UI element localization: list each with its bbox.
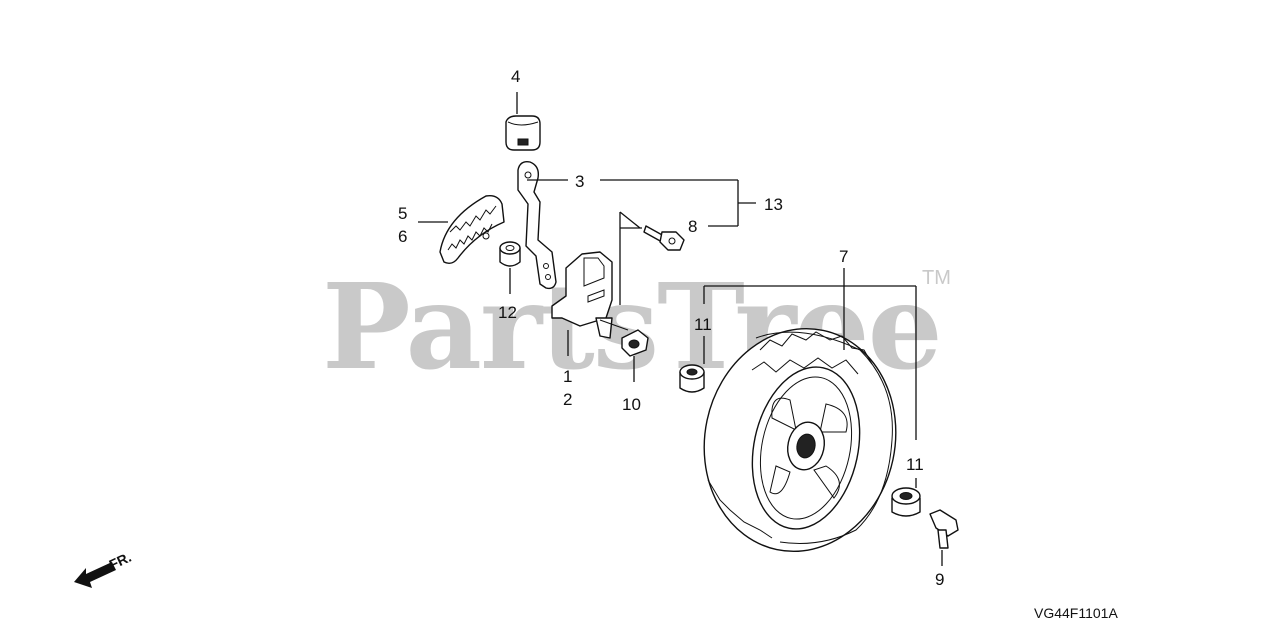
shoulder-bolt-part [929,509,959,549]
callout-2: 2 [563,390,572,409]
bracket-part [551,251,629,339]
watermark-trademark: TM [922,267,951,289]
callout-4: 4 [511,67,520,86]
leader-lines [418,92,943,566]
height-lever-part [517,160,557,290]
bearing-lower-part [891,487,921,517]
callout-7: 7 [839,247,848,266]
callout-3: 3 [575,172,584,191]
callout-12: 12 [498,303,517,322]
nut-part [621,329,649,357]
bearing-upper-part [679,364,705,393]
callout-labels: 4 3 13 8 5 6 12 7 11 1 2 10 11 9 [398,67,944,589]
callout-5: 5 [398,204,407,223]
direction-label: FR. [107,549,134,573]
wheel-part [703,327,897,553]
height-plate-part [439,194,505,265]
callout-8: 8 [688,217,697,236]
front-direction-arrow: FR. [74,549,134,588]
diagram-code: VG44F1101A [1034,605,1118,621]
callout-11-upper: 11 [694,315,712,334]
callout-11-lower: 11 [906,455,924,474]
knob-part [505,115,541,151]
collar-part [499,241,521,267]
callout-10: 10 [622,395,641,414]
callout-13: 13 [764,195,783,214]
bolt-part [643,225,685,251]
callout-6: 6 [398,227,407,246]
callout-9: 9 [935,570,944,589]
callout-1: 1 [563,367,572,386]
